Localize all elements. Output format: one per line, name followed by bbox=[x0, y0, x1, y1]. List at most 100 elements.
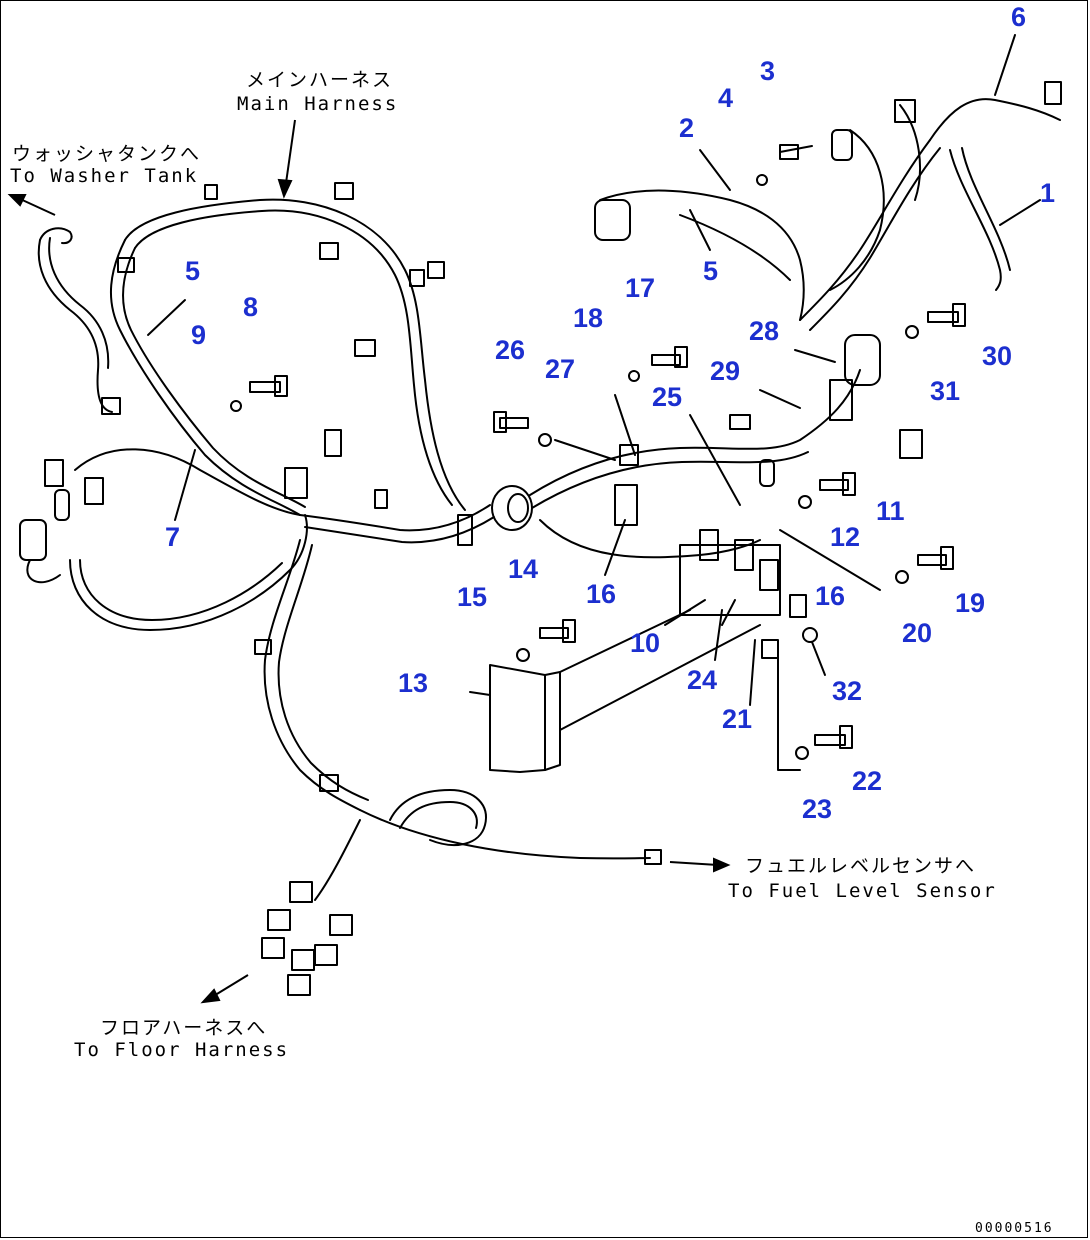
washer-4 bbox=[756, 174, 768, 186]
clip bbox=[204, 184, 218, 200]
connector bbox=[101, 397, 121, 415]
left-loop-cable bbox=[74, 448, 301, 516]
callout-32: 32 bbox=[832, 676, 862, 706]
washer-arrow bbox=[17, 197, 56, 216]
main-harness-cable bbox=[124, 198, 466, 511]
upper-center-cable-2 bbox=[679, 214, 791, 281]
connector bbox=[354, 339, 376, 357]
callout-20: 20 bbox=[902, 618, 932, 648]
main-harness-arrow bbox=[284, 119, 296, 191]
main-harness-cable-inner bbox=[134, 209, 453, 506]
callout-1: 1 bbox=[1040, 178, 1055, 208]
leader bbox=[689, 209, 711, 251]
bolt-11 bbox=[819, 472, 856, 496]
callout-9: 9 bbox=[191, 320, 206, 350]
lower-right-cable bbox=[539, 519, 761, 559]
connector bbox=[319, 242, 339, 260]
connector bbox=[54, 489, 70, 521]
callout-15: 15 bbox=[457, 582, 487, 612]
washer-cable-inner bbox=[48, 237, 110, 369]
washer-part bbox=[802, 627, 818, 643]
connector bbox=[844, 334, 881, 386]
connector bbox=[291, 949, 315, 971]
left-loop-cable-2 bbox=[69, 514, 308, 631]
grommet bbox=[491, 485, 533, 531]
leader bbox=[554, 439, 616, 461]
fuel-sensor-cable bbox=[359, 809, 651, 860]
bolt-17 bbox=[651, 346, 688, 368]
callout-14: 14 bbox=[508, 554, 538, 584]
fuel-arrow bbox=[669, 861, 719, 866]
callout-8: 8 bbox=[243, 292, 258, 322]
upper-center-cable bbox=[599, 189, 805, 321]
connector bbox=[287, 974, 311, 996]
connector bbox=[594, 199, 631, 241]
connector bbox=[314, 944, 338, 966]
doc-number: 00000516 bbox=[975, 1221, 1054, 1236]
relay-block bbox=[679, 544, 781, 616]
callout-4: 4 bbox=[718, 83, 733, 113]
leader bbox=[749, 639, 756, 706]
upper-right-cable-2 bbox=[809, 147, 941, 331]
callouts: 1 2 3 4 5 5 6 7 8 9 10 11 12 13 14 15 16… bbox=[165, 2, 1055, 824]
callout-29: 29 bbox=[710, 356, 740, 386]
leader bbox=[147, 299, 186, 336]
clamp bbox=[614, 484, 638, 526]
harness-drawing bbox=[19, 34, 1062, 996]
connector bbox=[324, 429, 342, 457]
callout-28: 28 bbox=[749, 316, 779, 346]
connector bbox=[831, 129, 853, 161]
clip bbox=[409, 269, 425, 287]
bolt-26 bbox=[493, 411, 529, 433]
connector bbox=[267, 909, 291, 931]
upper-right-cable bbox=[799, 139, 931, 321]
bolt-3 bbox=[779, 144, 813, 160]
callout-24: 24 bbox=[687, 665, 717, 695]
floor-arrow bbox=[211, 974, 249, 998]
floor-cable bbox=[263, 539, 361, 811]
washer-12 bbox=[798, 495, 812, 509]
connector bbox=[329, 914, 353, 936]
leader bbox=[777, 649, 801, 771]
callout-2: 2 bbox=[679, 113, 694, 143]
bolt-22 bbox=[814, 725, 853, 749]
clamp bbox=[457, 514, 473, 546]
clamp bbox=[619, 444, 639, 466]
bracket-13-side bbox=[544, 671, 561, 771]
washer-jp-label: ウォッシャタンクへ bbox=[12, 143, 201, 165]
connector bbox=[729, 414, 751, 430]
relay bbox=[734, 539, 754, 571]
grommet-inner bbox=[507, 493, 529, 523]
washer-15 bbox=[516, 648, 530, 662]
arrow-head bbox=[200, 988, 221, 1004]
main-harness-en-label: Main Harness bbox=[237, 93, 398, 115]
clip bbox=[254, 639, 272, 655]
connector bbox=[19, 519, 47, 561]
floor-branch-loop-2 bbox=[399, 801, 478, 829]
callout-6: 6 bbox=[1011, 2, 1026, 32]
leader bbox=[664, 599, 706, 626]
callout-10: 10 bbox=[630, 628, 660, 658]
top-connector-cable bbox=[899, 104, 921, 201]
clamp bbox=[829, 379, 853, 421]
center-cable bbox=[299, 504, 491, 532]
connector bbox=[84, 477, 104, 505]
relay bbox=[789, 594, 807, 618]
arrows bbox=[7, 119, 731, 1004]
relay bbox=[699, 529, 719, 561]
center-cable-inner bbox=[304, 516, 495, 544]
arrow-head bbox=[713, 857, 731, 873]
washer-en-label: To Washer Tank bbox=[10, 165, 198, 187]
connector bbox=[261, 937, 285, 959]
right-branch-2 bbox=[961, 147, 1011, 271]
leader bbox=[759, 389, 801, 409]
callout-18: 18 bbox=[573, 303, 603, 333]
callout-16-right: 16 bbox=[815, 581, 845, 611]
bolt-30 bbox=[927, 303, 966, 327]
washer-cable bbox=[37, 239, 113, 413]
leader bbox=[604, 519, 626, 576]
connector bbox=[759, 459, 775, 487]
callout-19: 19 bbox=[955, 588, 985, 618]
